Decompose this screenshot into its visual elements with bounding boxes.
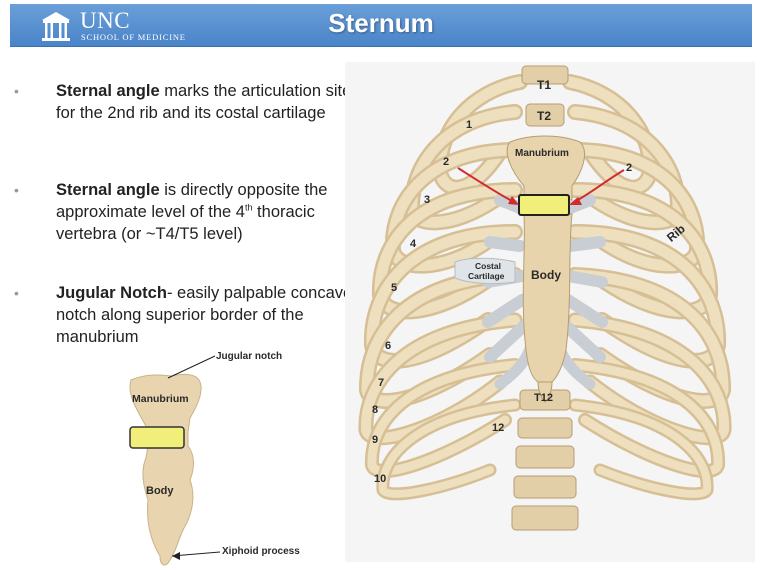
slide-title: Sternum	[328, 8, 434, 38]
bullet-dot: •	[14, 182, 19, 198]
small-body-label: Body	[146, 485, 174, 497]
rib-number-2-right: 2	[626, 162, 633, 174]
bullet-term: Sternal angle	[56, 181, 160, 199]
left-ribs	[358, 74, 528, 501]
sternum-body-shape	[522, 213, 573, 383]
jugular-notch-leader	[167, 355, 216, 379]
sternal-angle-highlight	[518, 194, 570, 216]
logo-subtitle: SCHOOL OF MEDICINE	[81, 32, 186, 42]
rib-number-7: 7	[378, 377, 385, 389]
rib-number-3: 3	[424, 194, 431, 206]
body-label: Body	[531, 268, 561, 282]
logo-wordmark: UNC	[80, 8, 131, 33]
unc-logo: UNC SCHOOL OF MEDICINE	[38, 6, 198, 44]
rib-number-9: 9	[372, 434, 379, 446]
bullet-text-continued: thoracic vertebra (or ~T4/T5 level)	[56, 203, 315, 243]
t12-label: T12	[534, 392, 553, 404]
manubrium-label: Manubrium	[515, 148, 569, 159]
manubrium-shape	[506, 135, 585, 201]
xiphoid-label: Xiphoid process	[222, 546, 300, 557]
right-ribs	[562, 74, 732, 501]
t1-label: T1	[537, 78, 552, 92]
header-bar: UNC SCHOOL OF MEDICINE Sternum	[10, 4, 752, 47]
bullet-term: Sternal angle	[56, 82, 160, 100]
rib-number-10: 10	[374, 473, 387, 485]
xiphoid-shape	[537, 381, 553, 403]
small-manubrium-label: Manubrium	[132, 393, 189, 405]
rib-number-12: 12	[492, 422, 505, 434]
costal-label-line1: Costal	[475, 261, 501, 271]
costal-label-line2: Cartilage	[468, 271, 505, 281]
vertebral-column	[511, 65, 579, 531]
bullet-text: marks the articulation site for the 2nd …	[56, 82, 352, 122]
left-rib2-arrow	[457, 167, 515, 203]
t2-label: T2	[537, 109, 552, 123]
rib-number-1: 1	[466, 119, 473, 131]
old-well-icon	[42, 12, 70, 41]
bullet-dot: •	[14, 285, 19, 301]
sternal-angle-highlight-small	[129, 426, 185, 449]
bullet-text: - easily palpable concave notch along su…	[56, 284, 353, 346]
jugular-notch-label: Jugular notch	[216, 351, 283, 362]
bullet-term: Jugular Notch	[56, 284, 167, 302]
bullet-superscript: th	[244, 202, 253, 213]
rib-number-6: 6	[385, 340, 392, 352]
bullet-dot: •	[14, 83, 19, 99]
rib-number-5: 5	[391, 282, 398, 294]
rib-number-4: 4	[410, 238, 417, 250]
costal-cartilage-patch	[454, 257, 516, 285]
bullet-text: is directly opposite the approximate lev…	[56, 181, 328, 221]
rib-number-8: 8	[372, 404, 379, 416]
rib-number-2: 2	[443, 156, 450, 168]
